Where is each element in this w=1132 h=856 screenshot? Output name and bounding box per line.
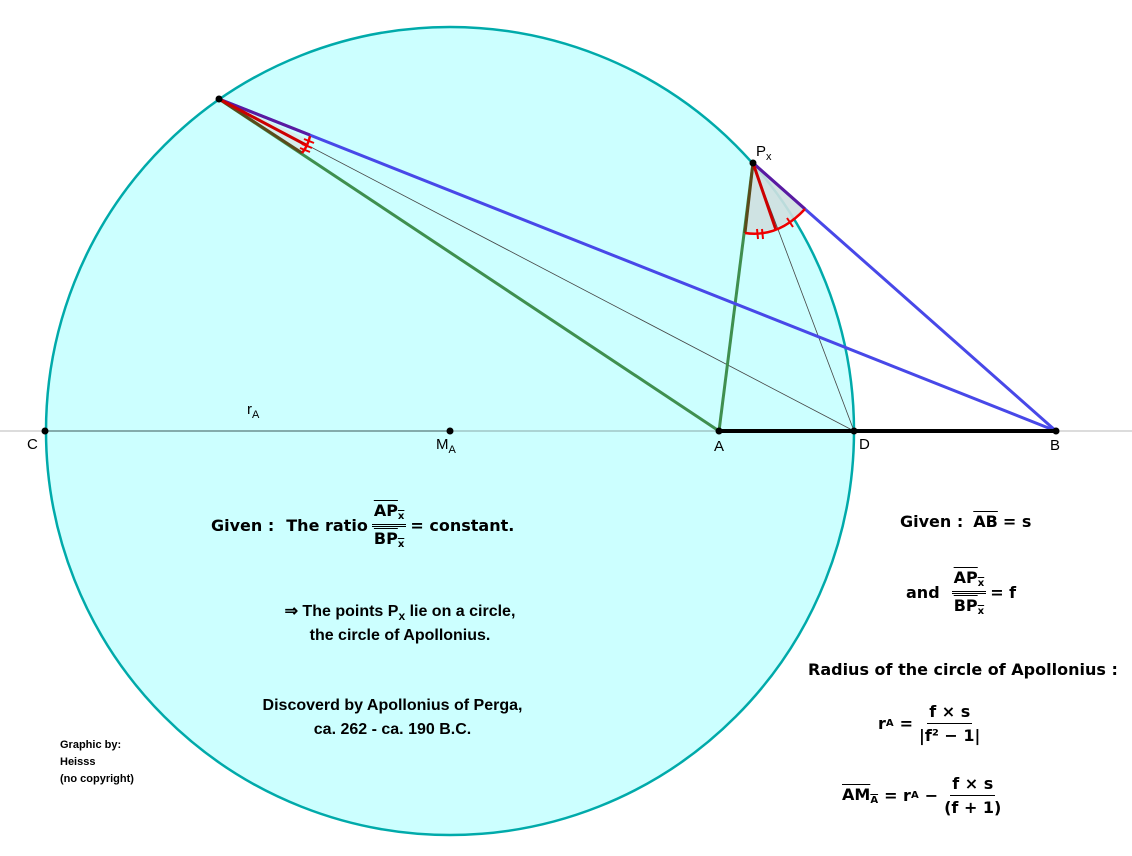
label-ra: rA bbox=[247, 401, 260, 421]
segment-ab-label: AB bbox=[973, 512, 998, 531]
px-a-dark bbox=[743, 162, 755, 234]
ratio-fraction: APx BPx bbox=[371, 500, 407, 550]
angle-arc-px bbox=[744, 208, 806, 235]
ratio-f-fraction: APx BPx bbox=[951, 567, 987, 617]
point-a[interactable] bbox=[715, 427, 723, 435]
given-label-left: Given : bbox=[211, 515, 275, 535]
label-px: Px bbox=[756, 143, 772, 163]
radius-fraction: f × s |f² − 1| bbox=[919, 701, 981, 745]
ratio-f-statement: and APx BPx = f bbox=[906, 567, 1017, 617]
point-b[interactable] bbox=[1052, 427, 1060, 435]
label-ma: MA bbox=[436, 436, 456, 456]
p1-b-dark bbox=[218, 97, 311, 137]
point-d[interactable] bbox=[850, 427, 858, 435]
angle-ticks-p1 bbox=[299, 138, 315, 153]
p1-b-line bbox=[218, 97, 1057, 433]
px-b-dark bbox=[752, 161, 806, 211]
label-b: B bbox=[1050, 437, 1061, 454]
point-px[interactable] bbox=[749, 159, 757, 167]
am-fraction: f × s (f + 1) bbox=[944, 773, 1002, 817]
ratio-label: The ratio bbox=[286, 515, 368, 535]
label-a: A bbox=[714, 438, 725, 455]
conclusion-text: ⇒ The points Px lie on a circle, the cir… bbox=[284, 603, 516, 645]
point-ma[interactable] bbox=[446, 427, 454, 435]
radius-heading: Radius of the circle of Apollonius : bbox=[808, 660, 1118, 679]
p1-d-line bbox=[218, 98, 855, 432]
label-c: C bbox=[27, 436, 38, 453]
equals-constant: = constant. bbox=[410, 515, 515, 535]
bisector-p1 bbox=[218, 97, 307, 147]
p1-a-line bbox=[218, 97, 720, 433]
credit-text: Graphic by: Heisss (no copyright) bbox=[60, 739, 134, 785]
point-c[interactable] bbox=[41, 427, 49, 435]
bisector-px bbox=[751, 162, 778, 231]
point-p1[interactable] bbox=[215, 95, 223, 103]
angle-ticks-px bbox=[756, 217, 794, 240]
given-ratio-statement: Given : The ratio APx BPx = constant. bbox=[211, 500, 514, 550]
discovery-text: Discoverd by Apollonius of Perga, ca. 26… bbox=[262, 697, 523, 738]
given-ab-statement: Given : AB = s bbox=[900, 512, 1032, 531]
label-d: D bbox=[859, 436, 870, 453]
